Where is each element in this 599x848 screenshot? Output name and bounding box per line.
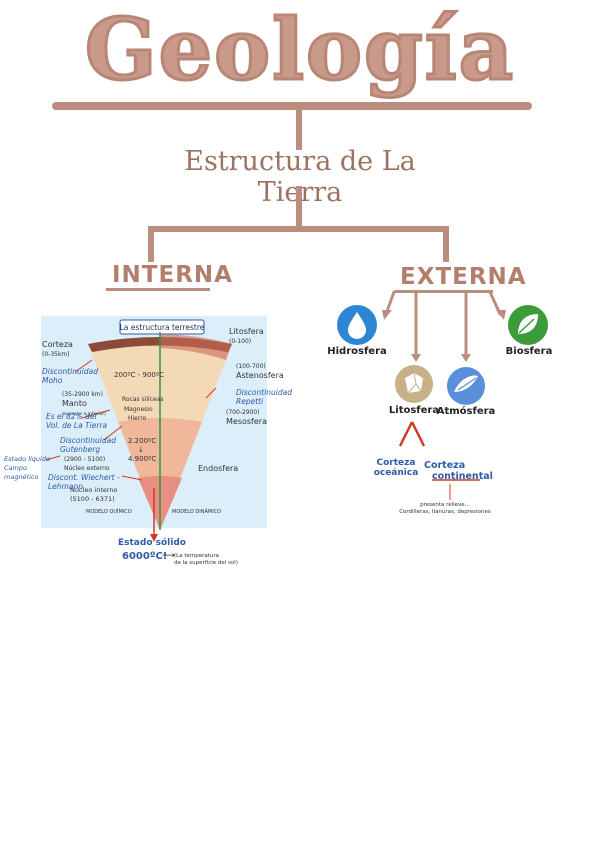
wind-icon	[446, 366, 486, 410]
arrow-wiechert	[121, 475, 143, 481]
heading-interna: INTERNA	[112, 262, 233, 288]
label-astenosfera: (100-700)Astenosfera	[236, 363, 284, 380]
arrow-moho	[74, 359, 93, 373]
magnesio: Magnesio	[124, 406, 153, 413]
branch-right	[443, 226, 449, 262]
branch-left	[148, 226, 154, 262]
label-atmosfera: Atmósfera	[436, 406, 496, 417]
arrow-temp-note: ⟶	[162, 551, 175, 561]
label-temp-centro: 6000ºC!	[122, 551, 168, 562]
label-disc-gutenberg: Discontinuidad Gutenberg	[60, 436, 116, 454]
center-arrowhead	[150, 534, 158, 542]
arrowhead-hidrosfera	[382, 310, 392, 320]
temp-nucleo-a: 2.200ºC	[128, 437, 156, 445]
underline-interna	[106, 288, 210, 291]
rocas-siliceas: Rocas silíceas	[122, 396, 164, 403]
label-relieve: presenta relieve...Cordilleras, llanuras…	[399, 502, 491, 515]
label-nucleo-interno: Núcleo interno(5100 - 6371)	[70, 486, 118, 503]
label-disc-wiechert: Discont. Wiechert - Lehmann	[48, 473, 120, 491]
externa-tree	[382, 290, 506, 500]
label-disc-moho: Discontinuidad Moho	[42, 367, 98, 385]
label-litosfera: Litosfera	[388, 405, 440, 416]
temp-manto: 200ºC - 900ºC	[114, 371, 164, 379]
label-nucleo-externo: (2900 - 5100)Núcleo externo	[64, 456, 110, 472]
hierro: Hierro	[128, 415, 147, 422]
arrowhead-atmosfera	[461, 354, 471, 362]
label-mesosfera: (700-2900)Mesosfera	[226, 409, 267, 426]
red-arrow-right	[410, 421, 426, 447]
arrow-liquido	[45, 455, 61, 461]
red-arrow-left	[398, 421, 414, 447]
label-litosfera-right: Litosfera(0-100)	[229, 327, 264, 345]
title-underline	[52, 102, 532, 110]
diagram-title: La estructura terrestre	[120, 323, 205, 332]
arrow-gutenberg	[103, 425, 123, 441]
leaf-icon	[507, 304, 549, 350]
underline-externa	[395, 290, 493, 293]
layer-lithosphere-right	[160, 334, 232, 360]
footer-left: MODELO QUÍMICO	[86, 508, 132, 515]
water-drop-icon	[336, 304, 378, 350]
temp-nucleo-b: 4.900ºC	[128, 455, 156, 463]
label-corteza: Corteza(0-35km)	[42, 340, 73, 358]
diagram-title-box	[119, 319, 205, 335]
arrowhead-biosfera	[496, 310, 506, 320]
rock-icon	[394, 364, 434, 408]
label-disc-repetti: Discontinuidad Repetti	[236, 388, 292, 406]
heading-externa: EXTERNA	[400, 264, 527, 290]
label-manto: (35-2900 km)Manto(superior e inferior)	[62, 391, 106, 417]
connector-subtitle-down	[296, 186, 302, 230]
arrow-vol	[81, 409, 111, 419]
arrow-repetti	[205, 387, 217, 399]
connector-title-subtitle	[296, 110, 302, 150]
label-estado-solido: Estado sólido	[118, 538, 186, 548]
label-biosfera: Biosfera	[505, 346, 553, 357]
label-endosfera: Endosfera	[198, 464, 239, 473]
earth-structure-diagram: La estructura terrestre 200ºC - 900ºC Ro…	[41, 316, 267, 542]
branch-horizontal	[150, 226, 448, 232]
label-hidrosfera: Hidrosfera	[327, 346, 387, 357]
temp-nucleo-sep: ↓	[138, 446, 144, 454]
footer-right: MODELO DINÁMICO	[172, 508, 221, 515]
page-title: Geología	[83, 0, 516, 101]
label-vol: Es el 82% del Vol. de La Tierra	[46, 412, 108, 430]
arrowhead-litosfera	[411, 354, 421, 362]
